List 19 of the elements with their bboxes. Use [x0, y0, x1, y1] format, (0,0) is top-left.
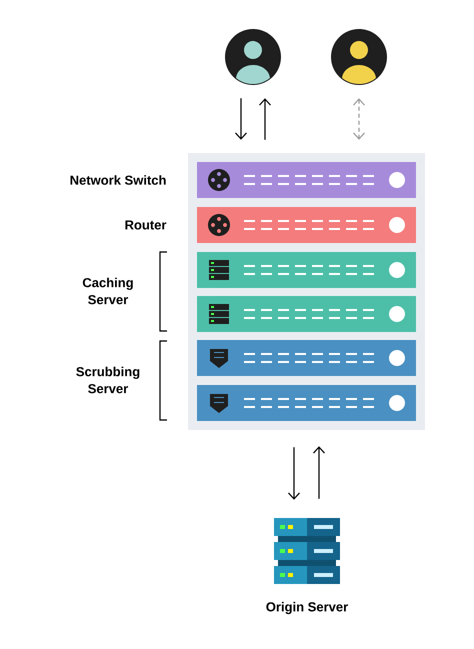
arrow: [313, 446, 325, 499]
arrow: [235, 98, 247, 140]
unit-label: Router: [125, 220, 166, 230]
person-icon: [331, 29, 387, 85]
unit-label: Network Switch: [70, 175, 166, 185]
arrow: [353, 98, 365, 140]
arrow: [259, 98, 271, 140]
server-unit: [197, 296, 416, 332]
group-label: Scrubbing Server: [76, 366, 140, 394]
server-unit: [125, 207, 416, 243]
person-icon: [225, 29, 281, 85]
server-label: Origin Server: [266, 602, 348, 614]
server-unit: [197, 385, 416, 421]
origin-server: [266, 518, 348, 614]
server-unit: [197, 340, 416, 376]
server-unit: [70, 162, 416, 198]
group-label: Caching Server: [82, 278, 133, 304]
server-unit: [197, 252, 416, 288]
arrow: [288, 447, 300, 500]
